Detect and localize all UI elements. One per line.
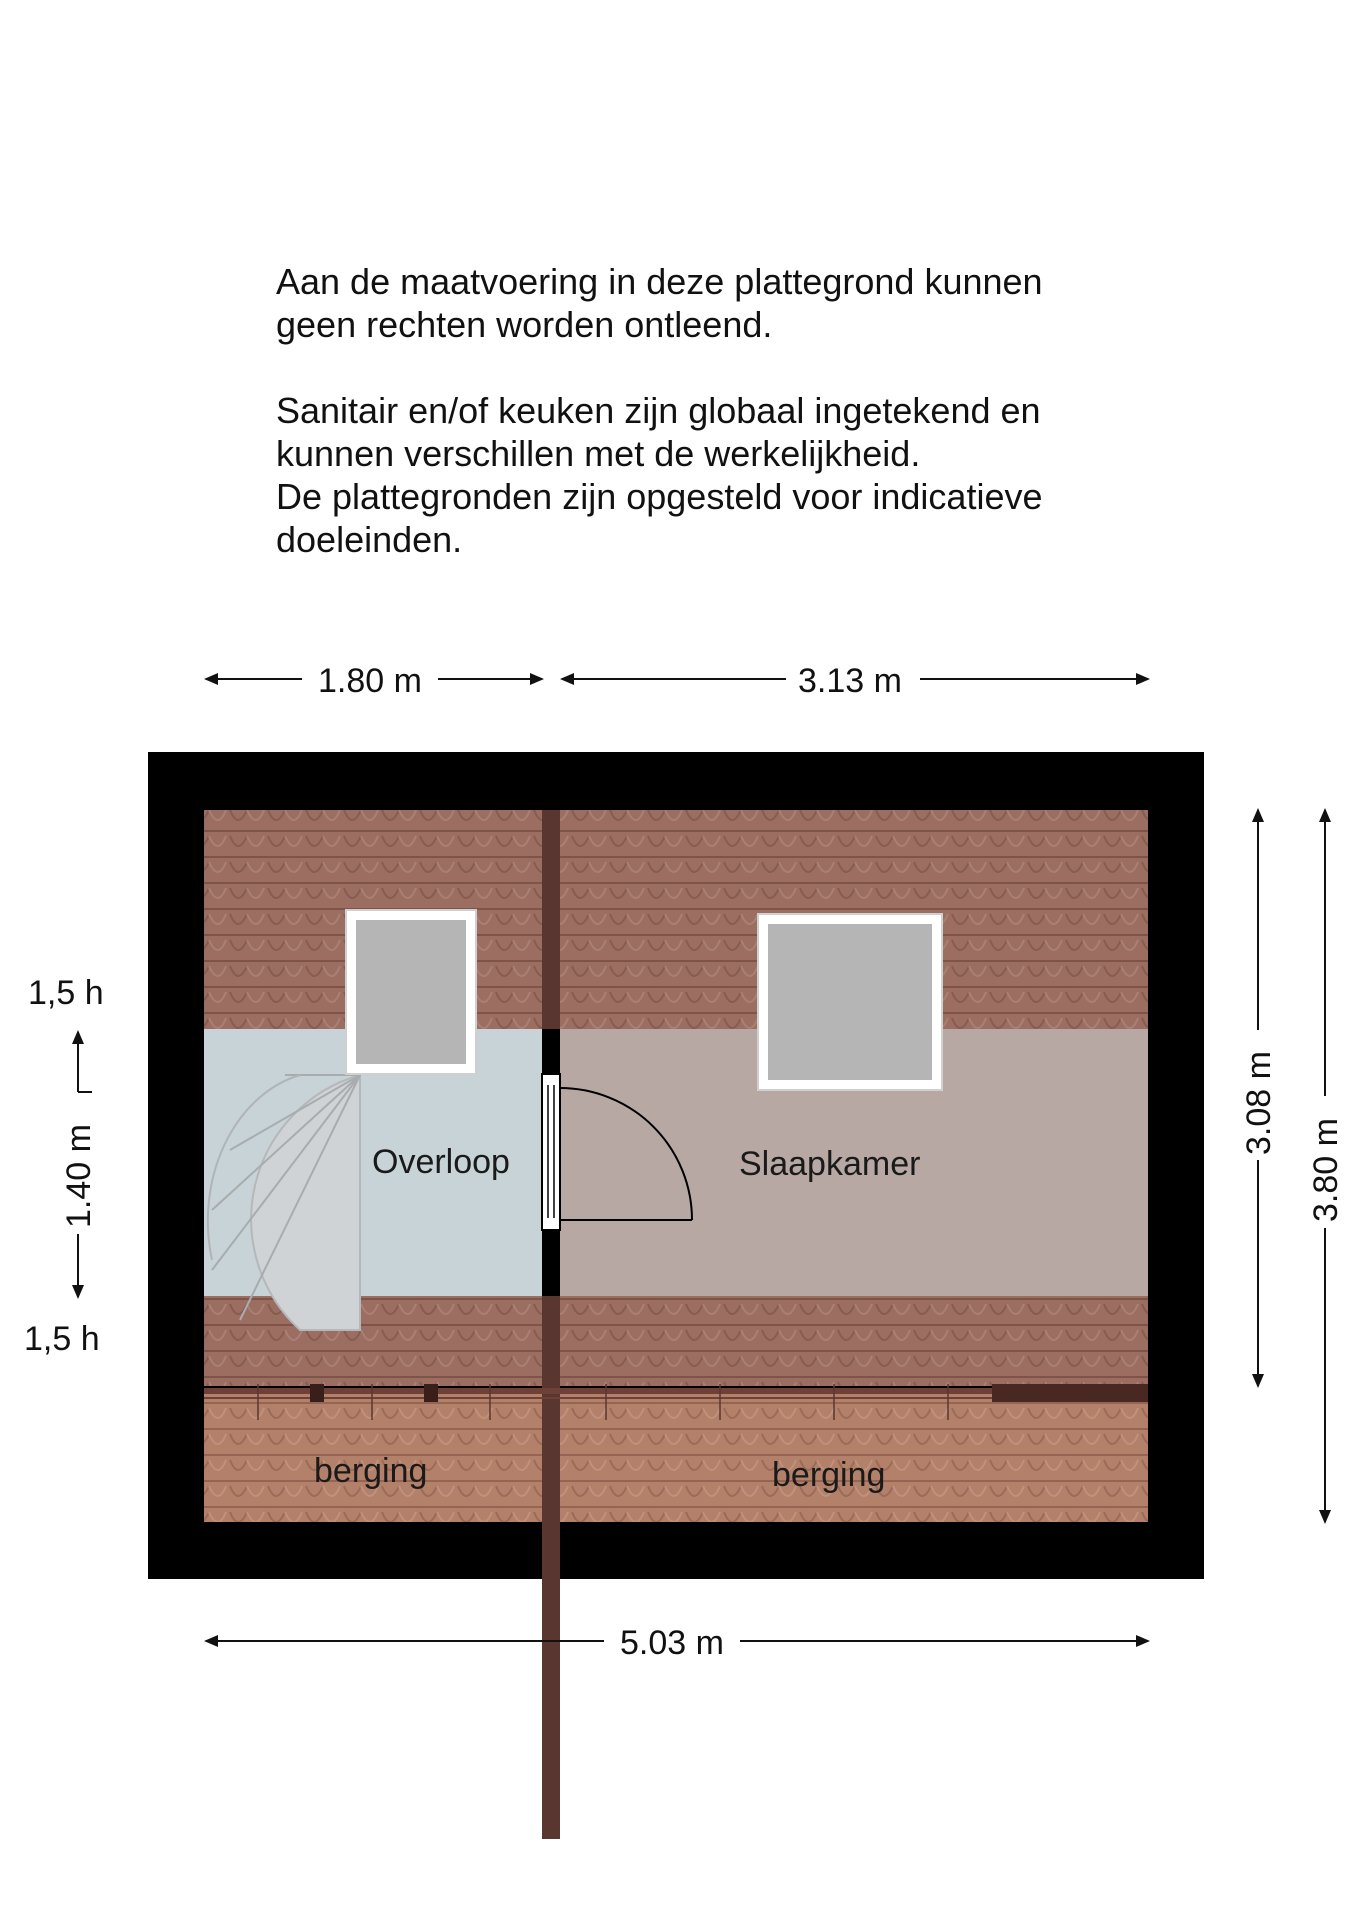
interior-wall [542,810,560,1839]
room-label-overloop: Overloop [372,1143,510,1181]
room-label-berging-right: berging [772,1456,885,1494]
height-label-bottom: 1,5 h [24,1320,100,1358]
disclaimer-line: Sanitair en/of keuken zijn globaal inget… [276,390,1041,431]
disclaimer-line: Aan de maatvoering in deze plattegrond k… [276,261,1043,302]
dimension-label: 1.80 m [318,662,422,700]
dimension-top-left: 1.80 m [204,662,544,700]
dimension-label: 5.03 m [620,1624,724,1662]
disclaimer-line: doeleinden. [276,519,463,560]
knee-wall [204,1384,1148,1420]
dimension-label: 1.40 m [60,1124,98,1228]
dimension-label: 3.08 m [1240,1051,1278,1155]
dimension-label: 3.80 m [1307,1118,1345,1222]
height-label-top: 1,5 h [28,974,104,1012]
storage-area [204,1390,1148,1522]
disclaimer-line: kunnen verschillen met de werkelijkheid. [276,433,921,474]
dimension-bottom: 5.03 m [204,1624,1150,1662]
dimension-label: 3.13 m [798,662,902,700]
roof-window [757,913,943,1091]
door-frame [541,1073,561,1231]
dimension-top-right: 3.13 m [560,662,1150,700]
dimension-left: 1.40 m [60,1030,98,1299]
disclaimer-line: De plattegronden zijn opgesteld voor ind… [276,476,1043,517]
room-label-slaapkamer: Slaapkamer [739,1145,920,1183]
spiral-staircase [206,1073,361,1331]
disclaimer-text: Aan de maatvoering in deze plattegrond k… [276,260,1156,561]
roof-window [345,909,477,1075]
room-label-berging-left: berging [314,1452,427,1490]
door-swing [559,1087,693,1221]
roof-area [204,1296,1148,1386]
dimension-right-inner: 3.08 m [1240,808,1278,1388]
disclaimer-line: geen rechten worden ontleend. [276,304,773,345]
dimension-right-outer: 3.80 m [1307,808,1345,1524]
